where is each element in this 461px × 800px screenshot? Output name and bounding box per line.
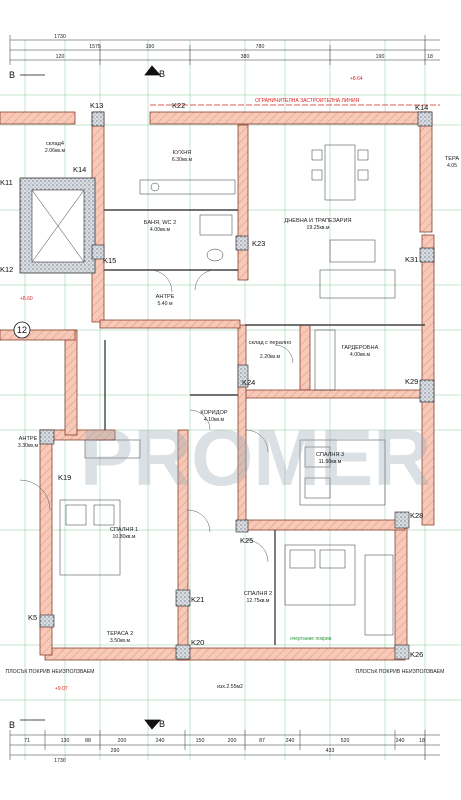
room-name: ТЕРАСА 2	[107, 631, 133, 637]
column-label: K12	[0, 265, 13, 274]
section-mark-b: B	[9, 720, 15, 730]
dim-label: 240	[156, 738, 165, 744]
section-mark-b: B	[9, 70, 15, 80]
column-label: K20	[191, 638, 204, 647]
column-label: K29	[405, 377, 418, 386]
room-name: склад4	[46, 141, 64, 147]
column-label: K13	[90, 101, 103, 110]
dim-label: 780	[256, 44, 265, 50]
room-area: 3.50кв.м	[110, 638, 131, 644]
furniture	[59, 144, 396, 636]
room-name: ГАРДЕРОБНА	[342, 345, 379, 351]
room-area: 4.00кв.м	[350, 352, 371, 358]
room-name: СПАЛНЯ 2	[244, 591, 272, 597]
room-labels: КУХНЯ 6.30кв.м ДНЕВНА И ТРАПЕЗАРИЯ 19.25…	[18, 141, 459, 644]
dim-label: 200	[228, 738, 237, 744]
column-label: K21	[191, 595, 204, 604]
axis-label: 12	[17, 325, 27, 335]
dim-label: 87	[259, 738, 265, 744]
room-name: СПАЛНЯ 3	[316, 452, 344, 458]
columns	[39, 111, 435, 660]
room-area: 6.30кв.м	[172, 157, 193, 163]
room-area: 2.06кв.м	[45, 148, 66, 154]
roof-note-right: ПЛОСЪК ПОКРИВ НЕИЗПОЛЗВАЕМ	[355, 669, 444, 675]
dim-label: 150	[196, 738, 205, 744]
section-mark-b: B	[159, 69, 165, 79]
column-label: K14	[415, 103, 428, 112]
column-label: K31	[405, 255, 418, 264]
room-name: КОРИДОР	[200, 410, 227, 416]
partitions	[104, 209, 425, 645]
roof-outline-note: очертание покрив	[290, 636, 332, 642]
roof-note-left: ПЛОСЪК ПОКРИВ НЕИЗПОЛЗВАЕМ	[5, 669, 94, 675]
column-label: K28	[410, 511, 423, 520]
level-mark: +8.64	[350, 76, 363, 82]
column-label: K24	[242, 378, 255, 387]
dim-label: 433	[326, 748, 335, 754]
dim-label: 1730	[54, 34, 66, 40]
room-name: склад с перално	[249, 340, 292, 346]
watermark: PROMER	[80, 413, 431, 502]
dim-label: 200	[118, 738, 127, 744]
dim-label: 18	[419, 738, 425, 744]
dim-label: 1730	[54, 758, 66, 764]
bottom-dimensions	[9, 730, 440, 760]
dim-label: 120	[56, 54, 65, 60]
room-name: АНТРЕ	[156, 294, 175, 300]
column-label: K23	[252, 239, 265, 248]
room-area: 4.05	[447, 163, 457, 169]
doors	[19, 269, 294, 563]
exit-note: изх.2.55м2	[217, 684, 243, 690]
dim-label: 190	[146, 44, 155, 50]
dim-label: 1575	[89, 44, 101, 50]
room-name: БАНЯ, WC 2	[144, 220, 176, 226]
room-area: 4.00кв.м	[150, 227, 171, 233]
dim-label: 240	[286, 738, 295, 744]
top-dimensions	[9, 35, 440, 65]
section-marks	[20, 65, 161, 730]
room-area: 10.80кв.м	[112, 534, 135, 540]
column-label: K19	[58, 473, 71, 482]
section-mark-b: B	[159, 719, 165, 729]
dim-label: 190	[376, 54, 385, 60]
column-label: K25	[240, 536, 253, 545]
column-label: K15	[103, 256, 116, 265]
level-mark: +9.07	[55, 686, 68, 692]
room-area: 19.25кв.м	[306, 225, 329, 231]
room-name: ДНЕВНА И ТРАПЕЗАРИЯ	[284, 218, 351, 224]
axis-bubble	[13, 321, 31, 339]
column-label: K14	[73, 165, 86, 174]
column-labels: K13 K22 K14 K14 K11 K12 K15 K23 K31 K24 …	[0, 101, 428, 659]
top-dimension-labels: 1730 1575 190 780 380 190 18 120	[54, 34, 433, 60]
room-area: 11.90кв.м	[319, 459, 342, 465]
column-label: K22	[172, 101, 185, 110]
dim-label: 71	[24, 738, 30, 744]
column-label: K11	[0, 178, 13, 187]
room-area: 2.20кв.м	[260, 354, 281, 360]
room-area: 3.30кв.м	[18, 443, 39, 449]
room-area: 12.75кв.м	[246, 598, 269, 604]
dim-label: 130	[61, 738, 70, 744]
room-name: ТЕРА	[445, 156, 460, 162]
room-area: 4.10кв.м	[204, 417, 225, 423]
room-name: АНТРЕ	[19, 436, 38, 442]
column-label: K26	[410, 650, 423, 659]
dim-label: 520	[341, 738, 350, 744]
room-area: 5.40 м	[157, 301, 173, 307]
dim-label: 290	[111, 748, 120, 754]
dim-label: 88	[85, 738, 91, 744]
room-name: СПАЛНЯ 1	[110, 527, 138, 533]
column-label: K5	[28, 613, 37, 622]
dim-label: 18	[427, 54, 433, 60]
bottom-dimension-labels: 71 130 88 200 240 150 200 87 240 520 240…	[24, 738, 425, 764]
dim-label: 240	[396, 738, 405, 744]
room-name: КУХНЯ	[173, 150, 192, 156]
limit-line-label: ОГРАНИЧИТЕЛНА ЗАСТРОИТЕЛНА ЛИНИЯ	[255, 98, 360, 104]
dim-label: 380	[241, 54, 250, 60]
level-mark: +8.60	[20, 296, 33, 302]
